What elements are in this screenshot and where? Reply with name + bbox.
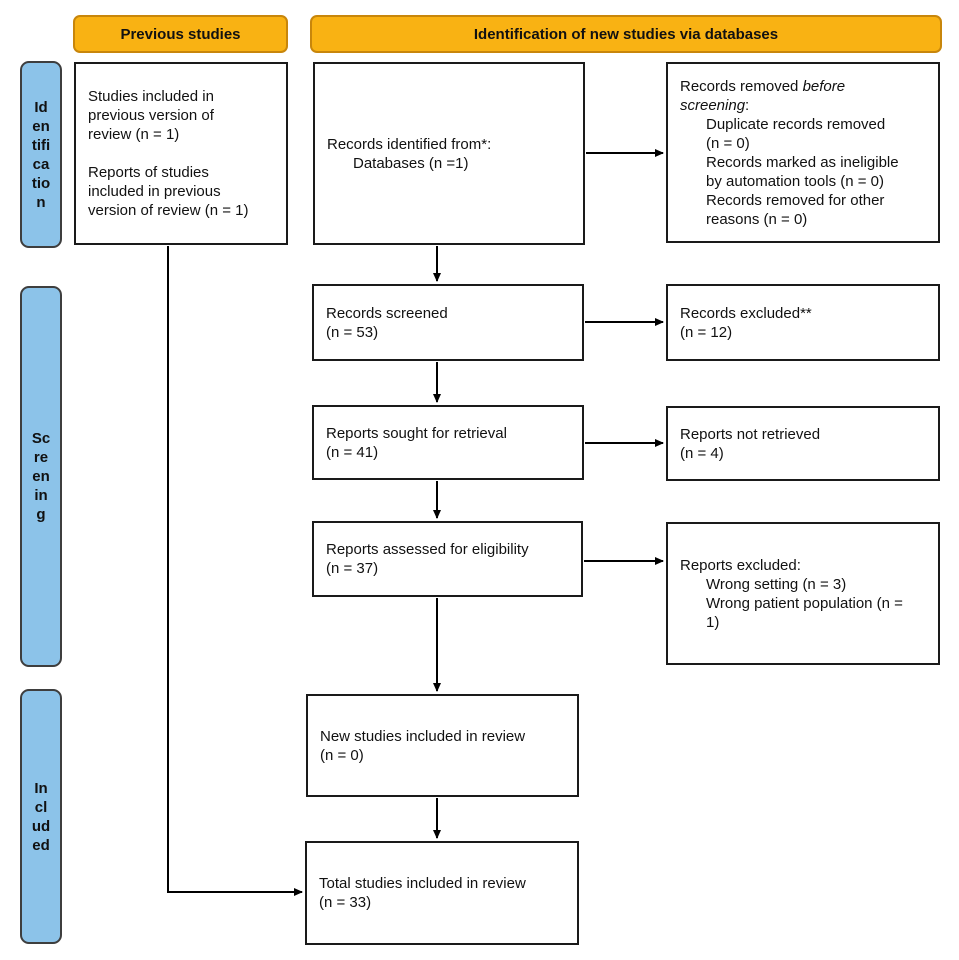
- box-reports-not-retrieved: Reports not retrieved(n = 4): [666, 406, 940, 481]
- box-records-screened: Records screened(n = 53): [312, 284, 584, 361]
- header-new-studies-via-databases: Identification of new studies via databa…: [310, 15, 942, 53]
- box-reports-sought-for-retrieval: Reports sought for retrieval(n = 41): [312, 405, 584, 480]
- header-previous-studies-label: Previous studies: [120, 25, 241, 43]
- header-previous-studies: Previous studies: [73, 15, 288, 53]
- box-new-studies-included: New studies included in review(n = 0): [306, 694, 579, 797]
- box-reports-assessed-for-eligibility: Reports assessed for eligibility(n = 37): [312, 521, 583, 597]
- arrow-previous-to-total-elbow: [167, 246, 303, 896]
- box-reports-excluded: Reports excluded:Wrong setting (n = 3)Wr…: [666, 522, 940, 665]
- box-total-studies-included: Total studies included in review(n = 33): [305, 841, 579, 945]
- box-records-excluded: Records excluded**(n = 12): [666, 284, 940, 361]
- box-records-identified: Records identified from*:Databases (n =1…: [313, 62, 585, 245]
- header-new-studies-label: Identification of new studies via databa…: [473, 25, 779, 43]
